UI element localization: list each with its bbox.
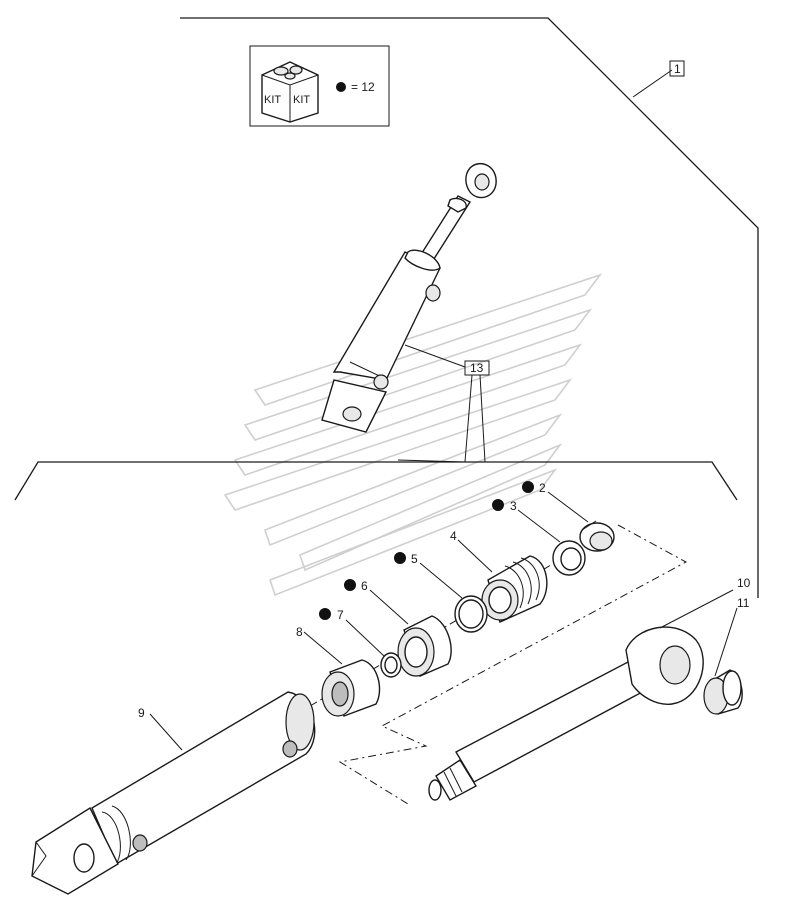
callout-2: 2	[522, 481, 589, 523]
callout-11: 11	[714, 596, 750, 677]
callout-1: 1	[632, 60, 685, 98]
kit-bullet-icon	[492, 499, 504, 511]
kit-bullet-icon	[522, 481, 534, 493]
frame-lines	[14, 17, 759, 598]
part-6-piston	[397, 615, 452, 677]
callout-7-label: 7	[337, 608, 344, 622]
callout-8: 8	[296, 625, 343, 665]
callout-1-box	[669, 60, 685, 77]
callout-1-label: 1	[674, 62, 681, 76]
callout-10: 10	[659, 576, 751, 629]
callout-6: 6	[344, 579, 409, 625]
callout-9: 9	[138, 706, 183, 751]
callout-13-label: 13	[470, 361, 484, 375]
callout-2-label: 2	[539, 481, 546, 495]
callout-7: 7	[319, 608, 385, 657]
callout-3-label: 3	[510, 499, 517, 513]
kit-bullet-icon	[336, 82, 346, 92]
callout-3: 3	[492, 499, 561, 543]
part-9-barrel	[31, 691, 316, 895]
callout-5-label: 5	[411, 552, 418, 566]
callout-9-label: 9	[138, 706, 145, 720]
part-4-gland	[481, 555, 548, 623]
callout-4-label: 4	[450, 529, 457, 543]
part-11-bushing	[703, 669, 743, 715]
kit-icon-text-left: KIT	[264, 94, 281, 106]
callout-6-label: 6	[361, 579, 368, 593]
callout-13-box	[464, 360, 490, 376]
callout-13: 13	[397, 344, 490, 463]
watermark-logo	[223, 273, 603, 597]
part-3-seal	[552, 540, 586, 576]
kit-box-icon: KIT KIT	[261, 61, 319, 123]
part-10-rod	[428, 626, 704, 801]
callout-8-label: 8	[296, 625, 303, 639]
part-5-oring	[454, 595, 488, 633]
kit-bullet-icon	[319, 608, 331, 620]
part-2-wiper	[579, 520, 615, 552]
callout-10-label: 10	[737, 576, 751, 590]
part-8-nut	[321, 659, 381, 717]
kit-bullet-icon	[394, 552, 406, 564]
callout-11-label: 11	[737, 596, 750, 610]
kit-legend-text: = 12	[351, 80, 375, 94]
assembled-cylinder-illustration	[321, 163, 497, 433]
callout-4: 4	[450, 529, 493, 573]
part-7-oring	[380, 652, 402, 678]
callout-5: 5	[394, 552, 463, 599]
kit-legend-frame	[249, 45, 390, 127]
kit-bullet-icon	[344, 579, 356, 591]
kit-legend: KIT KIT = 12	[249, 45, 390, 127]
kit-icon-text-right: KIT	[293, 94, 310, 106]
